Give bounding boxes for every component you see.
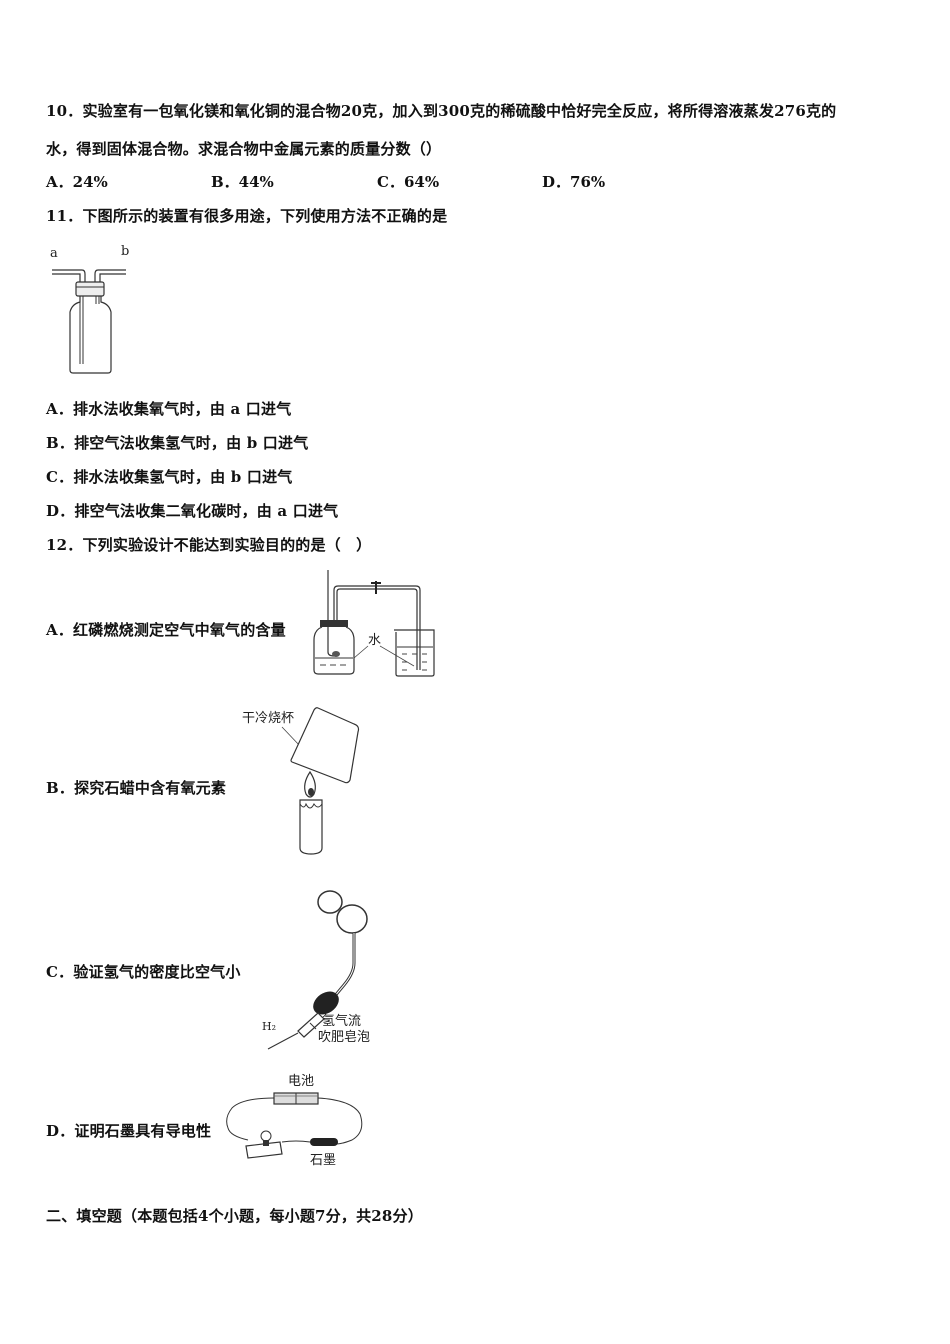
section-heading-fill-in-blank: 二、填空题（本题包括4个小题，每小题7分，共28分） [46,1207,423,1225]
graphite-label: 石墨 [310,1153,336,1168]
q10-stem-line2: 水，得到固体混合物。求混合物中金属元素的质量分数（） [46,140,442,158]
q11-stem: 11．下图所示的装置有很多用途，下列使用方法不正确的是 [46,207,448,225]
graphite-circuit-figure: 电池 石墨 [222,1068,372,1168]
q10-option-d: D．76% [542,173,606,191]
gas-washing-bottle-figure: a b [46,240,136,375]
q11-option-a: A．排水法收集氧气时，由 a 口进气 [46,400,292,418]
soap-bubble-figure: H₂ 氢气流 吹肥皂泡 [258,885,398,1050]
port-a-label: a [50,246,58,261]
q12-option-a: A．红磷燃烧测定空气中氧气的含量 [46,621,286,639]
h2-label: H₂ [262,1020,276,1033]
red-phosphorus-apparatus-figure: 水 [310,570,440,680]
q11-option-c: C．排水法收集氢气时，由 b 口进气 [46,468,293,486]
q12-option-d: D．证明石墨具有导电性 [46,1122,212,1140]
blow-soap-bubble-label: 吹肥皂泡 [318,1030,370,1045]
q12-option-b: B．探究石蜡中含有氧元素 [46,779,227,797]
q11-option-d: D．排空气法收集二氧化碳时，由 a 口进气 [46,502,339,520]
q12-option-c: C．验证氢气的密度比空气小 [46,963,241,981]
q10-option-c: C．64% [377,173,440,191]
q10-stem-line1: 10．实验室有一包氧化镁和氧化铜的混合物20克，加入到300克的稀硫酸中恰好完全… [46,102,837,120]
q10-option-a: A．24% [46,173,108,191]
q11-option-b: B．排空气法收集氢气时，由 b 口进气 [46,434,309,452]
battery-label: 电池 [288,1074,314,1089]
q10-option-b: B．44% [211,173,274,191]
hydrogen-stream-label: 氢气流 [322,1013,361,1029]
port-b-label: b [121,244,129,259]
dry-cold-beaker-label: 干冷烧杯 [242,711,294,726]
q12-stem: 12．下列实验设计不能达到实验目的的是（ ） [46,536,372,554]
candle-beaker-figure: 干冷烧杯 [240,700,380,860]
water-label: 水 [368,633,381,648]
